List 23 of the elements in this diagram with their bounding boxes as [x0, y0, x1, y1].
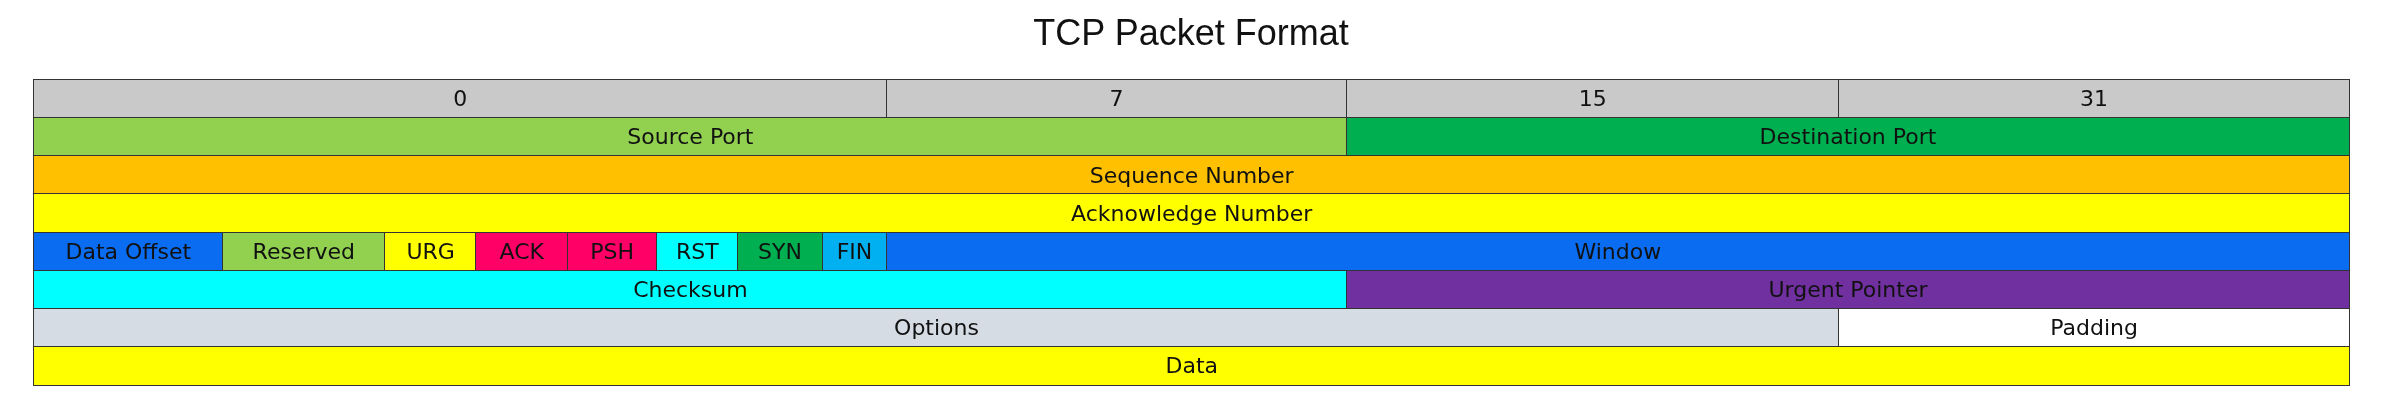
field-segment: Sequence Number: [33, 155, 2351, 195]
title-heading: TCP Packet Format: [1032, 12, 1350, 54]
field-segment: Window: [885, 231, 2351, 272]
field-segment: PSH: [566, 231, 658, 272]
field-segment: Urgent Pointer: [1345, 269, 2351, 310]
field-segment: ACK: [475, 231, 569, 272]
field-segment: Data: [33, 345, 2351, 386]
field-segment: Padding: [1838, 307, 2351, 348]
field-segment: Reserved: [221, 231, 386, 272]
field-segment: Source Port: [33, 117, 1348, 157]
field-segment: Checksum: [33, 269, 1348, 310]
field-segment: FIN: [821, 231, 888, 272]
field-segment: Data Offset: [33, 231, 224, 272]
bit-offset-header: 31: [1838, 79, 2351, 119]
field-segment: SYN: [736, 231, 824, 272]
field-segment: Acknowledge Number: [33, 193, 2351, 233]
bit-offset-header: 0: [33, 79, 888, 119]
bit-offset-header: 7: [885, 79, 1348, 119]
field-segment: RST: [656, 231, 739, 272]
field-segment: Destination Port: [1345, 117, 2351, 157]
field-segment: URG: [384, 231, 477, 272]
field-segment: Options: [33, 307, 1840, 348]
bit-offset-header: 15: [1345, 79, 1840, 119]
